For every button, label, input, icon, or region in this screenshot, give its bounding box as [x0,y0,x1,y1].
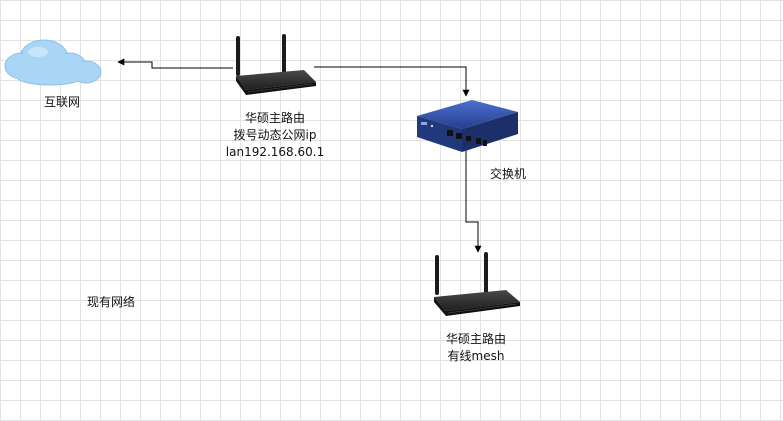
main-router-label-line1: 华硕主路由 [244,111,306,125]
diagram-note-text: 现有网络 [87,295,136,309]
main-router-label-line2: 拨号动态公网ip [233,128,317,142]
router-icon [236,34,316,95]
switch-label: 交换机 [490,166,526,183]
diagram-note: 现有网络 [87,294,135,311]
mesh-router-label-line1: 华硕主路由 [445,332,507,346]
main-router-label-line3: lan192.168.60.1 [225,145,325,159]
main-router-label: 华硕主路由 拨号动态公网ip lan192.168.60.1 [226,110,324,161]
edge-switch-to-mesh [465,150,482,253]
cloud-icon [4,39,102,86]
edge-router-to-switch [314,66,470,97]
mesh-router-label: 华硕主路由 有线mesh [446,331,506,365]
mesh-router-label-line2: 有线mesh [447,349,505,363]
switch-label-text: 交换机 [490,167,527,181]
mesh-router-icon [434,252,520,316]
internet-label-text: 互联网 [43,95,81,109]
switch-icon [417,100,518,152]
edge-router-to-internet [117,58,233,69]
internet-label: 互联网 [44,94,80,111]
